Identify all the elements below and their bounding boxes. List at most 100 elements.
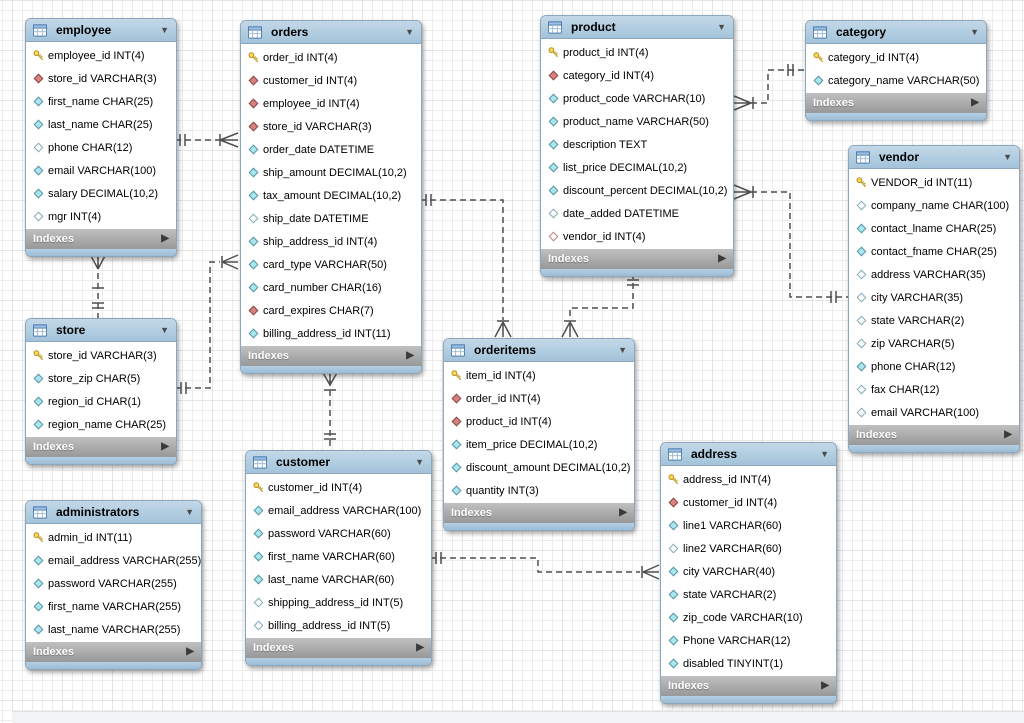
indexes-footer[interactable]: Indexes▶ [26, 642, 201, 662]
column-row[interactable]: store_id VARCHAR(3) [26, 67, 176, 90]
indexes-footer[interactable]: Indexes▶ [849, 425, 1019, 445]
column-row[interactable]: product_name VARCHAR(50) [541, 110, 733, 133]
column-row[interactable]: category_id INT(4) [806, 46, 986, 69]
relationship-customer-orders[interactable] [321, 370, 339, 450]
column-row[interactable]: Phone VARCHAR(12) [661, 629, 836, 652]
table-address[interactable]: address▼address_id INT(4)customer_id INT… [660, 442, 837, 704]
column-row[interactable]: date_added DATETIME [541, 202, 733, 225]
column-row[interactable]: disabled TINYINT(1) [661, 652, 836, 675]
table-header[interactable]: customer▼ [246, 451, 431, 474]
expand-arrow-icon[interactable]: ▶ [971, 97, 979, 108]
column-row[interactable]: billing_address_id INT(11) [241, 322, 421, 345]
collapse-arrow-icon[interactable]: ▼ [160, 24, 169, 35]
column-row[interactable]: employee_id INT(4) [241, 92, 421, 115]
column-row[interactable]: fax CHAR(12) [849, 378, 1019, 401]
column-row[interactable]: VENDOR_id INT(11) [849, 171, 1019, 194]
relationship-store-orders[interactable] [175, 254, 239, 394]
table-customer[interactable]: customer▼customer_id INT(4)email_address… [245, 450, 432, 666]
table-header[interactable]: address▼ [661, 443, 836, 466]
column-row[interactable]: region_name CHAR(25) [26, 413, 176, 436]
column-row[interactable]: last_name CHAR(25) [26, 113, 176, 136]
table-product[interactable]: product▼product_id INT(4)category_id INT… [540, 15, 734, 277]
column-row[interactable]: category_name VARCHAR(50) [806, 69, 986, 92]
column-row[interactable]: email_address VARCHAR(100) [246, 499, 431, 522]
table-orderitems[interactable]: orderitems▼item_id INT(4)order_id INT(4)… [443, 338, 635, 531]
column-row[interactable]: ship_date DATETIME [241, 207, 421, 230]
table-header[interactable]: store▼ [26, 319, 176, 342]
column-row[interactable]: contact_lname CHAR(25) [849, 217, 1019, 240]
column-row[interactable]: item_id INT(4) [444, 364, 634, 387]
column-row[interactable]: first_name CHAR(25) [26, 90, 176, 113]
column-row[interactable]: region_id CHAR(1) [26, 390, 176, 413]
collapse-arrow-icon[interactable]: ▼ [618, 344, 627, 355]
expand-arrow-icon[interactable]: ▶ [186, 646, 194, 657]
table-employee[interactable]: employee▼employee_id INT(4)store_id VARC… [25, 18, 177, 257]
table-header[interactable]: vendor▼ [849, 146, 1019, 169]
indexes-footer[interactable]: Indexes▶ [541, 249, 733, 269]
column-row[interactable]: city VARCHAR(40) [661, 560, 836, 583]
table-category[interactable]: category▼category_id INT(4)category_name… [805, 20, 987, 121]
column-row[interactable]: salary DECIMAL(10,2) [26, 182, 176, 205]
indexes-footer[interactable]: Indexes▶ [26, 437, 176, 457]
column-row[interactable]: category_id INT(4) [541, 64, 733, 87]
column-row[interactable]: vendor_id INT(4) [541, 225, 733, 248]
column-row[interactable]: tax_amount DECIMAL(10,2) [241, 184, 421, 207]
column-row[interactable]: state VARCHAR(2) [661, 583, 836, 606]
relationship-orders-orderitems[interactable] [420, 194, 512, 338]
column-row[interactable]: employee_id INT(4) [26, 44, 176, 67]
table-store[interactable]: store▼store_id VARCHAR(3)store_zip CHAR(… [25, 318, 177, 465]
indexes-footer[interactable]: Indexes▶ [241, 346, 421, 366]
column-row[interactable]: shipping_address_id INT(5) [246, 591, 431, 614]
column-row[interactable]: email VARCHAR(100) [849, 401, 1019, 424]
collapse-arrow-icon[interactable]: ▼ [820, 448, 829, 459]
column-row[interactable]: last_name VARCHAR(255) [26, 618, 201, 641]
relationship-store-employee[interactable] [89, 253, 107, 318]
indexes-footer[interactable]: Indexes▶ [661, 676, 836, 696]
indexes-footer[interactable]: Indexes▶ [806, 93, 986, 113]
column-row[interactable]: discount_amount DECIMAL(10,2) [444, 456, 634, 479]
column-row[interactable]: admin_id INT(11) [26, 526, 201, 549]
table-header[interactable]: product▼ [541, 16, 733, 39]
table-header[interactable]: administrators▼ [26, 501, 201, 524]
column-row[interactable]: state VARCHAR(2) [849, 309, 1019, 332]
column-row[interactable]: contact_fname CHAR(25) [849, 240, 1019, 263]
column-row[interactable]: email_address VARCHAR(255) [26, 549, 201, 572]
table-vendor[interactable]: vendor▼VENDOR_id INT(11)company_name CHA… [848, 145, 1020, 453]
column-row[interactable]: customer_id INT(4) [241, 69, 421, 92]
indexes-footer[interactable]: Indexes▶ [246, 638, 431, 658]
column-row[interactable]: first_name VARCHAR(60) [246, 545, 431, 568]
expand-arrow-icon[interactable]: ▶ [161, 441, 169, 452]
table-header[interactable]: employee▼ [26, 19, 176, 42]
collapse-arrow-icon[interactable]: ▼ [970, 26, 979, 37]
table-header[interactable]: category▼ [806, 21, 986, 44]
column-row[interactable]: password VARCHAR(60) [246, 522, 431, 545]
collapse-arrow-icon[interactable]: ▼ [185, 506, 194, 517]
collapse-arrow-icon[interactable]: ▼ [1003, 151, 1012, 162]
expand-arrow-icon[interactable]: ▶ [161, 233, 169, 244]
column-row[interactable]: item_price DECIMAL(10,2) [444, 433, 634, 456]
column-row[interactable]: product_code VARCHAR(10) [541, 87, 733, 110]
table-header[interactable]: orders▼ [241, 21, 421, 44]
expand-arrow-icon[interactable]: ▶ [406, 350, 414, 361]
column-row[interactable]: store_id VARCHAR(3) [26, 344, 176, 367]
relationship-vendor-product[interactable] [733, 184, 848, 303]
expand-arrow-icon[interactable]: ▶ [1004, 429, 1012, 440]
column-row[interactable]: discount_percent DECIMAL(10,2) [541, 179, 733, 202]
collapse-arrow-icon[interactable]: ▼ [415, 456, 424, 467]
relationship-customer-address[interactable] [430, 552, 660, 580]
column-row[interactable]: customer_id INT(4) [661, 491, 836, 514]
column-row[interactable]: quantity INT(3) [444, 479, 634, 502]
column-row[interactable]: line1 VARCHAR(60) [661, 514, 836, 537]
column-row[interactable]: description TEXT [541, 133, 733, 156]
column-row[interactable]: card_type VARCHAR(50) [241, 253, 421, 276]
column-row[interactable]: phone CHAR(12) [849, 355, 1019, 378]
column-row[interactable]: ship_amount DECIMAL(10,2) [241, 161, 421, 184]
column-row[interactable]: address_id INT(4) [661, 468, 836, 491]
expand-arrow-icon[interactable]: ▶ [416, 642, 424, 653]
column-row[interactable]: list_price DECIMAL(10,2) [541, 156, 733, 179]
column-row[interactable]: store_id VARCHAR(3) [241, 115, 421, 138]
column-row[interactable]: mgr INT(4) [26, 205, 176, 228]
column-row[interactable]: order_id INT(4) [444, 387, 634, 410]
column-row[interactable]: last_name VARCHAR(60) [246, 568, 431, 591]
column-row[interactable]: order_id INT(4) [241, 46, 421, 69]
